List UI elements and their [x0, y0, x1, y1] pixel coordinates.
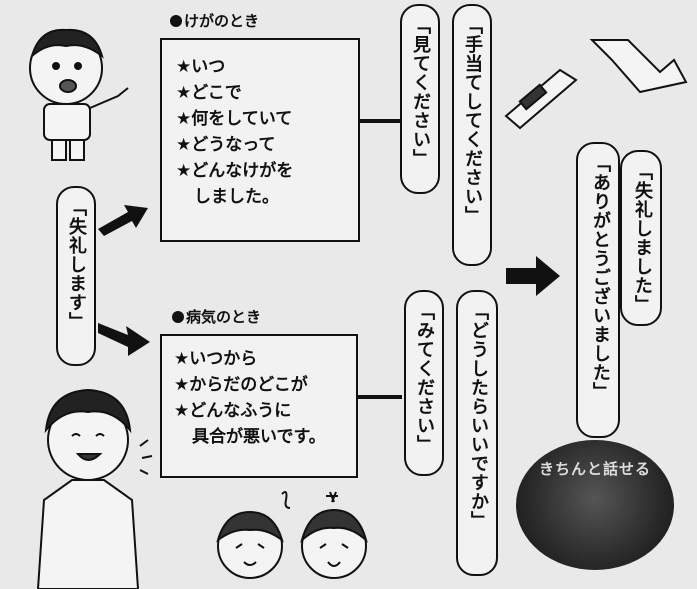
bullet-icon [170, 15, 182, 27]
stamp-text: きちんと話せる [538, 460, 651, 478]
illness-item: ★からだのどこが [174, 375, 308, 395]
hand-bandage-illustration-icon [504, 39, 688, 130]
illness-see-text: 「みてください」 [414, 302, 435, 454]
leave-pill: 「失礼しました」 [620, 150, 662, 326]
thanks-text: 「ありがとうございました」 [590, 154, 611, 401]
injury-item: ★何をしていて [176, 109, 293, 129]
illness-title: 病気のとき [186, 308, 262, 326]
injury-see-text: 「見てください」 [410, 16, 431, 168]
arrow-to-thanks-icon [506, 256, 560, 296]
injury-item: ★いつ [176, 57, 226, 77]
injury-title: けがのとき [184, 12, 260, 30]
injury-item: ★どんなけがを [176, 161, 294, 181]
enter-text: 「失礼します」 [66, 198, 87, 331]
injury-item: しました。 [194, 187, 279, 207]
teacher-illustration-icon [36, 388, 153, 589]
illness-box: ★いつから ★からだのどこが ★どんなふうに 具合が悪いです。 [160, 334, 358, 478]
illness-item: 具合が悪いです。 [192, 427, 326, 447]
illness-see-pill: 「みてください」 [404, 290, 444, 476]
bullet-icon [172, 311, 184, 323]
illness-what-text: 「どうしたらいいですか」 [468, 302, 489, 530]
illness-header: 病気のとき [172, 306, 261, 327]
arrow-to-illness-icon [98, 323, 150, 356]
injury-see-pill: 「見てください」 [400, 4, 440, 194]
children-illustration-icon [216, 491, 368, 579]
injury-box: ★いつ ★どこで ★何をしていて ★どうなって ★どんなけがを しました。 [160, 38, 360, 242]
thanks-pill: 「ありがとうございました」 [576, 142, 620, 438]
injury-item: ★どこで [176, 83, 242, 103]
injury-item: ★どうなって [176, 135, 276, 155]
illness-item: ★いつから [174, 349, 258, 369]
injury-treat-text: 「手当てしてください」 [462, 16, 483, 225]
stamp-circle-icon: きちんと話せる [516, 440, 674, 570]
illness-item: ★どんなふうに [174, 401, 292, 421]
leave-text: 「失礼しました」 [632, 162, 653, 314]
boy-illustration-icon [29, 28, 129, 161]
enter-pill: 「失礼します」 [56, 186, 96, 366]
injury-header: けがのとき [170, 10, 259, 31]
illness-what-pill: 「どうしたらいいですか」 [456, 290, 498, 576]
arrow-to-injury-icon [98, 205, 148, 236]
injury-treat-pill: 「手当てしてください」 [452, 4, 492, 266]
